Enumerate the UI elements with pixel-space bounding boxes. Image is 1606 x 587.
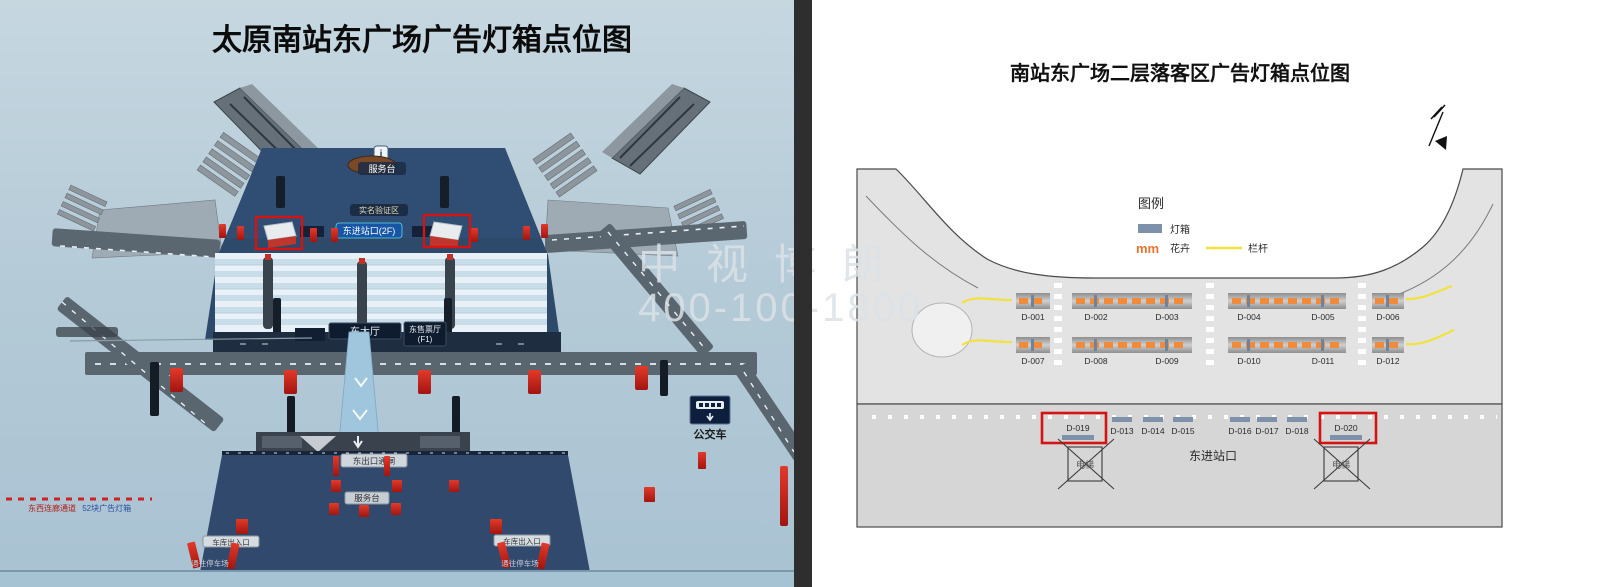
to-parking-left-label: 通往停车场 [191,558,229,568]
legend-lightbox-label: 灯箱 [1170,223,1190,236]
lightbox-label: D-018 [1285,426,1308,436]
legend-flower-label: 花卉 [1170,242,1190,255]
garage-entrance-left: 车库出入口 通往停车场 [187,535,260,570]
lightbox-label: D-020 [1334,423,1357,433]
lightbox-label: D-007 [1021,356,1044,366]
left-map-svg: i 服务台 实名验证区 东进站口(2F) [0,0,794,587]
right-ramp-inner-edge [1393,203,1494,297]
right-plan-svg: D-001 D-002 D-003 D-004 D-005 D-006 [856,61,1503,528]
legend-railing-label: 栏杆 [1248,242,1268,255]
left-ramp-inner-edge [865,195,979,289]
lightbox-label: D-004 [1237,312,1260,322]
fountain-circle [911,302,973,358]
east-exit-gate-label: 东出口通闸 [353,456,396,466]
lightbox-label: D-005 [1311,312,1334,322]
legend: 图例 灯箱 mm 花卉 栏杆 [1136,196,1268,256]
highlight-box-left [254,215,304,251]
totem-poles-road [150,360,668,440]
legend-lightbox-swatch [1138,224,1162,233]
lightbox-label: D-009 [1155,356,1178,366]
service-desk-plaza: 服务台 [344,491,390,505]
lightbox-label: D-008 [1084,356,1107,366]
elevator-symbol-left: 电梯 [1057,438,1115,490]
lightbox-label: D-011 [1312,356,1335,366]
hall-band: 东大厅 东售票厅 (F1) [213,321,561,352]
plaza-lightbox-markers [236,456,502,534]
panel-divider [794,0,812,587]
north-arrow-icon [1428,104,1447,150]
lightbox-row-3: D-013 D-014 D-015 D-016 D-017 D-018 [1110,417,1309,436]
to-parking-right-label: 通往停车场 [501,558,539,568]
service-desk-top-label: 服务台 [368,163,395,174]
garage-left-label: 车库出入口 [212,537,250,547]
east-entrance-2f-label: 东进站口(2F) [343,225,396,236]
realname-check-area: 实名验证区 [350,204,408,216]
caption-blue: 52块广告灯箱 [82,503,131,513]
lightbox-label: D-015 [1171,426,1194,436]
railings [961,284,1455,346]
east-ticket-hall-label: 东售票厅 [409,324,441,334]
left-map-panel: i 服务台 实名验证区 东进站口(2F) [0,0,794,587]
lightbox-row-2: D-007 D-008 D-009 D-010 D-011 D-012 [1016,337,1404,366]
service-desk-plaza-label: 服务台 [354,493,380,503]
east-entrance-label: 东进站口 [1189,449,1237,463]
lightbox-label: D-012 [1376,356,1399,366]
right-panel-title: 南站东广场二层落客区广告灯箱点位图 [1010,61,1350,85]
totem-poles-upper [273,176,452,338]
info-icon: i [380,149,383,160]
upper-wing-roads [51,221,748,258]
approach-roads [57,224,794,461]
east-ticket-hall-floor: (F1) [418,335,433,344]
crosswalk-dashes [1054,283,1366,370]
bottom-pool-strip [0,570,794,587]
east-exit-gate: 东出口通闸 [340,453,408,468]
legend-flower-swatch: mm [1136,241,1159,256]
right-ramp-tower [602,84,711,175]
exit-canopy [256,432,470,455]
service-area-top: i 服务台 [347,145,406,175]
bus-stop: 公交车 [689,395,731,441]
lightbox-label: D-016 [1228,426,1251,436]
upper-deck-area [856,168,1503,405]
elevator-label: 电梯 [1076,459,1094,470]
svg-text:东西连廊通道 52块广告灯箱: 东西连廊通道 52块广告灯箱 [28,503,131,513]
lightbox-label: D-001 [1021,312,1044,322]
highlighted-lightbox-020: D-020 [1318,411,1378,445]
highlighted-lightbox-019: D-019 [1040,411,1108,445]
lightbox-label: D-002 [1084,312,1107,322]
lightbox-label: D-006 [1376,312,1399,322]
garage-right-label: 车库出入口 [503,536,541,546]
garage-entrance-right: 车库出入口 通往停车场 [493,534,551,570]
elevator-label: 电梯 [1332,459,1350,470]
lightbox-label: D-010 [1237,356,1260,366]
illegible-annotation [56,327,313,342]
legend-title: 图例 [1138,196,1164,211]
realname-area-label: 实名验证区 [359,205,399,215]
bus-label: 公交车 [694,427,727,441]
highlight-box-right [422,213,472,249]
left-panel-title: 太原南站东广场广告灯箱点位图 [212,23,632,57]
road-lightbox-markers [170,366,648,394]
lightbox-label: D-013 [1110,426,1133,436]
lightbox-label: D-014 [1141,426,1164,436]
lightbox-label: D-017 [1255,426,1278,436]
right-plan-panel: D-001 D-002 D-003 D-004 D-005 D-006 [812,0,1606,587]
lower-drop-off-area [856,403,1503,528]
lightbox-row-1: D-001 D-002 D-003 D-004 D-005 D-006 [1016,293,1404,322]
caption-red: 东西连廊通道 [28,503,76,513]
stair-combs [56,132,724,236]
lightbox-label: D-003 [1155,312,1178,322]
corridor-caption: 东西连廊通道 52块广告灯箱 [6,497,152,513]
elevator-symbol-right: 电梯 [1313,438,1371,490]
lightbox-label: D-019 [1066,423,1089,433]
edge-lightbox-markers [644,452,788,526]
